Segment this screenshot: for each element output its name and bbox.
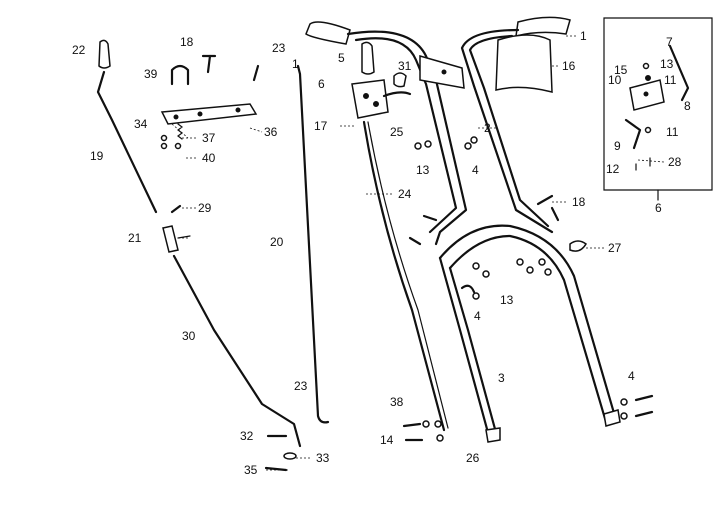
label-part-11-a: 11 (664, 73, 677, 87)
spring-37 (177, 123, 183, 140)
fastener-4-lower (620, 394, 654, 420)
control-rod-20 (296, 64, 330, 424)
fastener-38-14-26 (402, 420, 444, 442)
label-part-25: 25 (390, 125, 404, 139)
label-part-11-b: 11 (666, 125, 679, 139)
knob-31 (393, 72, 407, 88)
handle-assembly-2 (346, 28, 554, 246)
label-part-40: 40 (202, 151, 216, 165)
label-part-7: 7 (666, 35, 673, 49)
cable-24 (362, 120, 449, 432)
fastener-13-a (414, 140, 432, 150)
label-part-23-a: 23 (272, 41, 286, 55)
label-part-28: 28 (668, 155, 682, 169)
label-part-10: 10 (608, 73, 622, 87)
label-part-39: 39 (144, 67, 158, 81)
label-part-13-a: 13 (660, 57, 674, 71)
label-part-5: 5 (338, 51, 345, 65)
clip-27 (569, 240, 587, 252)
fastener-13-b (460, 284, 480, 300)
shift-control-5 (351, 41, 412, 119)
washers-40 (160, 134, 182, 150)
label-part-36: 36 (264, 125, 278, 139)
label-part-24: 24 (398, 187, 412, 201)
shield-16 (495, 34, 553, 93)
fastener-4-a (464, 136, 478, 150)
label-part-18-a: 18 (180, 35, 194, 49)
label-part-14: 14 (380, 433, 394, 447)
label-part-32: 32 (240, 429, 254, 443)
label-part-1-rod20: 1 (292, 57, 299, 71)
label-part-12: 12 (606, 162, 620, 176)
pin-29 (170, 204, 182, 214)
label-part-3: 3 (498, 371, 505, 385)
label-part-29: 29 (198, 201, 212, 215)
handle-grip-right (515, 16, 571, 37)
control-rod-19 (96, 39, 158, 214)
handle-grip-left (305, 21, 351, 45)
bolt-18-top (201, 54, 217, 74)
leader-lines (171, 35, 665, 471)
label-part-33: 33 (316, 451, 330, 465)
label-part-34: 34 (134, 117, 148, 131)
detail-inset-frame (603, 17, 713, 201)
label-part-4-a: 4 (472, 163, 479, 177)
u-bolt-39 (170, 64, 190, 86)
label-part-37: 37 (202, 131, 216, 145)
label-part-26: 26 (466, 451, 480, 465)
label-part-6-a: 6 (318, 77, 325, 91)
label-part-22: 22 (72, 43, 86, 57)
label-part-2: 2 (484, 121, 491, 135)
inset-control-parts (624, 44, 690, 171)
bolt-18-top-b (252, 64, 260, 82)
label-part-1: 1 (580, 29, 587, 43)
label-part-9: 9 (614, 139, 621, 153)
label-part-4-c: 4 (628, 369, 635, 383)
label-part-4-b: 4 (474, 309, 481, 323)
nuts-cluster (472, 258, 552, 278)
label-part-35: 35 (244, 463, 258, 477)
lower-handle-3 (438, 224, 621, 443)
label-part-18-b: 18 (572, 195, 586, 209)
label-part-31: 31 (398, 59, 412, 73)
label-part-19: 19 (90, 149, 104, 163)
coupler-21 (162, 225, 191, 253)
label-part-21: 21 (128, 231, 142, 245)
label-part-13-c: 13 (500, 293, 514, 307)
label-part-15: 15 (614, 63, 628, 77)
control-rod-30 (172, 254, 302, 448)
label-part-17: 17 (314, 119, 328, 133)
label-part-16: 16 (562, 59, 576, 73)
bracket-36 (160, 103, 258, 125)
part-labels: 1 2 3 4 4 4 5 6 6 7 8 9 10 11 11 12 13 1… (72, 29, 691, 477)
grip-22 (98, 39, 111, 69)
fastener-32-33-35 (264, 434, 297, 472)
label-part-8: 8 (684, 99, 691, 113)
label-part-38: 38 (390, 395, 404, 409)
label-part-13-b: 13 (416, 163, 430, 177)
label-part-23-b: 23 (294, 379, 308, 393)
bolts-mid (408, 214, 438, 246)
label-part-30: 30 (182, 329, 196, 343)
label-part-27: 27 (608, 241, 622, 255)
bolt-18-right (536, 194, 560, 222)
label-part-20: 20 (270, 235, 284, 249)
label-part-6-b: 6 (655, 201, 662, 215)
